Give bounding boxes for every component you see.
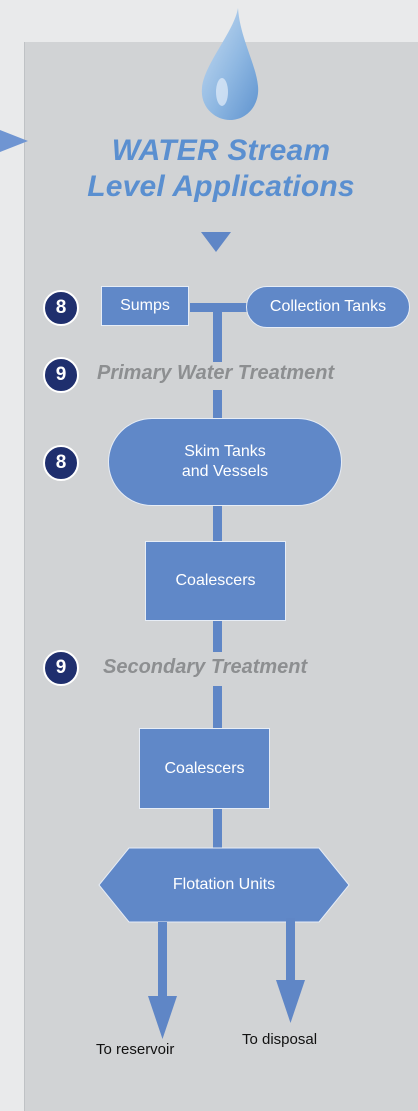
label-to-disposal: To disposal (242, 1031, 318, 1048)
page-title-line1: WATER Stream (111, 134, 331, 167)
connector-main-4 (213, 620, 222, 652)
stage-primary-label: Primary Water Treatment (97, 362, 335, 384)
badge-skim: 8 (43, 445, 79, 481)
badge-sumps: 8 (43, 290, 79, 326)
node-coalescers-1: Coalescers (145, 541, 286, 621)
label-to-reservoir: To reservoir (96, 1041, 175, 1058)
page-title-line2: Level Applications (87, 170, 355, 203)
water-drop-icon (201, 8, 259, 120)
node-coalescers-2: Coalescers (139, 728, 270, 809)
incoming-arrow (0, 130, 28, 152)
node-sumps: Sumps (101, 286, 189, 326)
node-skim-tanks-line1: Skim Tanks (184, 443, 266, 460)
arrow-to-reservoir (148, 922, 177, 1039)
connector-main-1 (213, 306, 222, 362)
badge-secondary: 9 (43, 650, 79, 686)
badge-primary: 9 (43, 357, 79, 393)
node-skim-tanks-line2: and Vessels (181, 463, 269, 480)
arrow-to-disposal (276, 918, 305, 1023)
node-flotation-units-shape (98, 847, 350, 923)
node-skim-tanks: Skim Tanks and Vessels (108, 418, 342, 506)
connector-main-2 (213, 390, 222, 418)
stage-secondary-label: Secondary Treatment (103, 656, 308, 678)
connector-main-5 (213, 686, 222, 730)
node-flotation-units: Flotation Units (172, 876, 276, 893)
connector-main-3 (213, 505, 222, 547)
connector-main-6 (213, 808, 222, 852)
node-collection-tanks: Collection Tanks (246, 286, 410, 328)
down-triangle-icon (201, 232, 231, 252)
